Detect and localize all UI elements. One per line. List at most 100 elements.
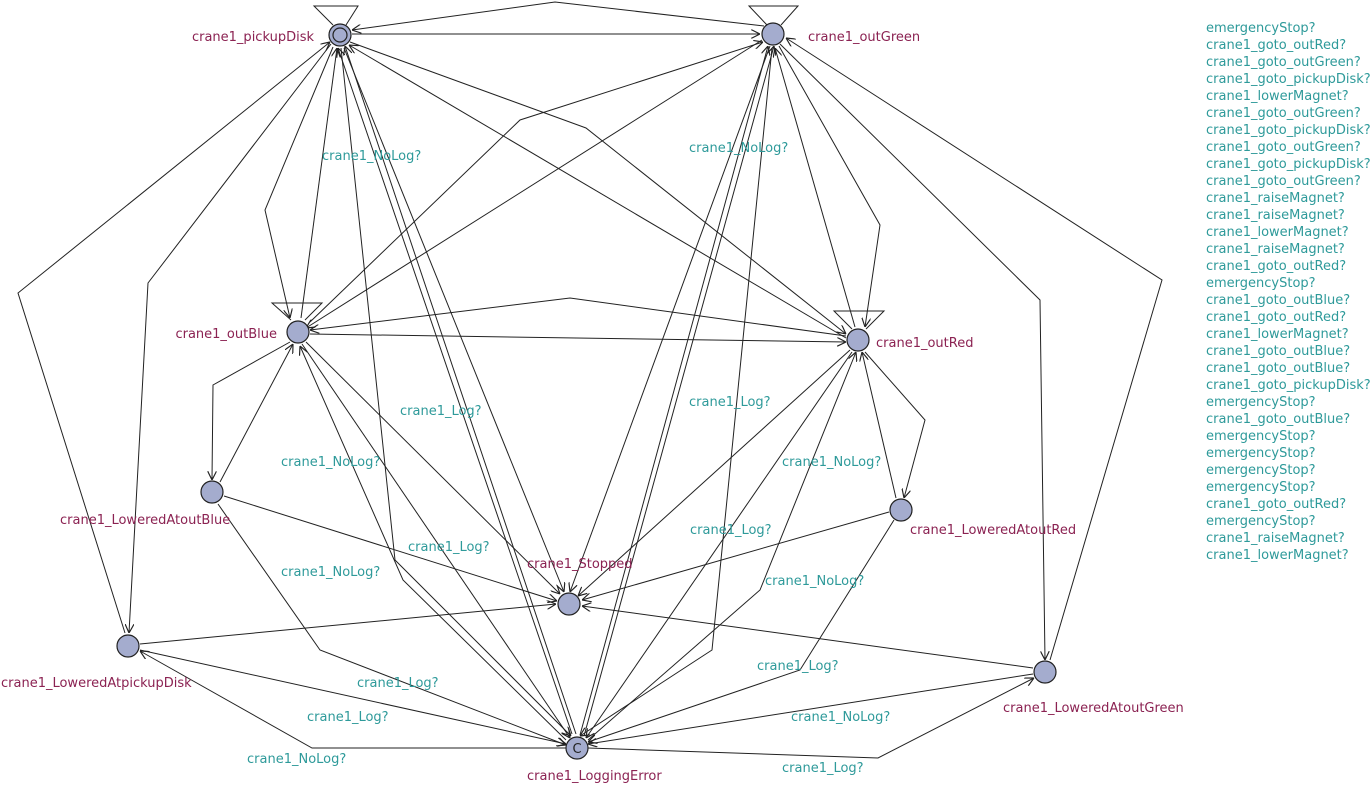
state-node-loweredAtoutGreen[interactable] xyxy=(1033,660,1057,684)
edge-label: crane1_Log? xyxy=(357,676,439,691)
edge-outBlue-stopped xyxy=(305,341,560,594)
sync-item: crane1_goto_outRed? xyxy=(1206,259,1347,274)
state-label-pickupDisk: crane1_pickupDisk xyxy=(192,30,314,45)
state-node-loggingError[interactable] xyxy=(565,736,589,760)
edge-loweredAtoutBlue-outBlue xyxy=(219,344,293,483)
state-label-outBlue: crane1_outBlue xyxy=(175,327,277,342)
sync-item: emergencyStop? xyxy=(1206,480,1316,495)
sync-item: crane1_lowerMagnet? xyxy=(1206,327,1349,342)
sync-item: emergencyStop? xyxy=(1206,395,1316,410)
self-loop-pickupDisk xyxy=(312,5,359,26)
sync-item: crane1_raiseMagnet? xyxy=(1206,531,1345,546)
edge-loggingError-outBlue xyxy=(300,346,567,741)
edge-outRed-outBlue xyxy=(310,297,847,337)
state-node-loweredAtoutRed[interactable] xyxy=(889,498,913,522)
edge-label: crane1_Log? xyxy=(690,523,772,538)
state-node-outGreen[interactable] xyxy=(761,22,785,46)
state-label-outRed: crane1_outRed xyxy=(876,336,973,351)
self-loop-outGreen xyxy=(747,5,800,26)
edge-label: crane1_NoLog? xyxy=(281,455,380,470)
sync-item: crane1_lowerMagnet? xyxy=(1206,548,1349,563)
edge-pickupDisk-loggingError xyxy=(340,47,571,736)
edge-label: crane1_Log? xyxy=(782,761,864,776)
sync-item: crane1_goto_outBlue? xyxy=(1206,344,1351,359)
edge-loweredAtoutGreen-loggingError xyxy=(588,673,1034,744)
edge-label: crane1_NoLog? xyxy=(247,752,346,767)
sync-item: crane1_goto_outRed? xyxy=(1206,497,1347,512)
edge-loggingError-pickupDisk-2 xyxy=(345,46,577,735)
edge-outGreen-loweredAtoutGreen xyxy=(779,43,1045,660)
state-nodes: C xyxy=(116,22,1057,760)
edge-label: crane1_Log? xyxy=(757,659,839,674)
sync-item: crane1_goto_pickupDisk? xyxy=(1206,123,1370,138)
state-node-outBlue[interactable] xyxy=(286,320,310,344)
sync-item: crane1_goto_outGreen? xyxy=(1206,55,1361,70)
edge-pickupDisk-loweredAtpickupDisk xyxy=(129,43,332,633)
edge-loweredAtoutBlue-stopped xyxy=(223,495,557,601)
state-labels: crane1_pickupDisk crane1_outGreen crane1… xyxy=(1,30,1184,784)
edge-loggingError-loweredAtoutGreen xyxy=(587,678,1034,759)
state-label-loggingError: crane1_LoggingError xyxy=(527,769,662,784)
edge-loweredAtoutGreen-outGreen xyxy=(786,38,1163,661)
sync-item: crane1_goto_outGreen? xyxy=(1206,106,1361,121)
edge-pickupDisk-outBlue xyxy=(264,46,334,318)
sync-item: crane1_raiseMagnet? xyxy=(1206,191,1345,206)
transition-edges xyxy=(17,1,1163,759)
edge-label: crane1_NoLog? xyxy=(791,710,890,725)
sync-item: crane1_goto_pickupDisk? xyxy=(1206,378,1370,393)
edge-label: crane1_Log? xyxy=(307,710,389,725)
state-node-outRed[interactable] xyxy=(846,328,870,352)
edge-loggingError-loweredAtpickupDisk xyxy=(140,651,566,749)
sync-item: crane1_raiseMagnet? xyxy=(1206,208,1345,223)
edge-loggingError-outGreen-2 xyxy=(583,46,774,737)
edge-label: crane1_Log? xyxy=(689,395,771,410)
sync-item: crane1_raiseMagnet? xyxy=(1206,242,1345,257)
edge-outBlue-loweredAtoutBlue xyxy=(212,341,291,480)
state-node-loweredAtpickupDisk[interactable] xyxy=(116,634,140,658)
edge-label: crane1_Log? xyxy=(400,404,482,419)
state-label-stopped: crane1_Stopped xyxy=(527,557,633,572)
state-label-outGreen: crane1_outGreen xyxy=(808,30,920,45)
edge-loweredAtpickupDisk-loggingError xyxy=(139,649,566,744)
committed-mark: C xyxy=(572,742,581,757)
initial-marker xyxy=(332,27,348,43)
edge-loggingError-outRed xyxy=(587,352,856,741)
edge-loggingError-outGreen xyxy=(579,46,768,736)
self-loop-outRed xyxy=(832,310,886,330)
sync-item: emergencyStop? xyxy=(1206,446,1316,461)
edge-label: crane1_NoLog? xyxy=(765,574,864,589)
edge-label: crane1_NoLog? xyxy=(782,455,881,470)
state-node-pickupDisk[interactable] xyxy=(328,23,352,47)
edge-outGreen-stopped xyxy=(570,45,771,592)
state-node-stopped[interactable] xyxy=(557,592,581,616)
self-loop-outBlue xyxy=(270,302,324,321)
edge-loggingError-pickupDisk xyxy=(338,48,573,735)
edge-outGreen-outBlue xyxy=(306,39,763,328)
edge-loweredAtoutRed-stopped xyxy=(582,511,890,600)
sync-item: emergencyStop? xyxy=(1206,21,1316,36)
edge-labels: crane1_NoLog? crane1_NoLog? crane1_Log? … xyxy=(247,141,890,776)
edge-label: crane1_Log? xyxy=(408,540,490,555)
edge-outRed-stopped xyxy=(578,349,851,596)
sync-item: crane1_goto_outBlue? xyxy=(1206,293,1351,308)
sync-item: crane1_goto_pickupDisk? xyxy=(1206,157,1370,172)
edge-outGreen-loggingError xyxy=(580,47,773,736)
state-node-loweredAtoutBlue[interactable] xyxy=(200,480,224,504)
edge-label: crane1_NoLog? xyxy=(281,565,380,580)
edge-outGreen-pickupDisk xyxy=(352,1,765,30)
sync-item: crane1_goto_outBlue? xyxy=(1206,412,1351,427)
sync-item: crane1_lowerMagnet? xyxy=(1206,89,1349,104)
sync-item: emergencyStop? xyxy=(1206,463,1316,478)
edge-outBlue-outRed xyxy=(309,333,846,342)
edge-label: crane1_NoLog? xyxy=(322,149,421,164)
sync-item: crane1_goto_outRed? xyxy=(1206,310,1347,325)
sync-item: crane1_lowerMagnet? xyxy=(1206,225,1349,240)
edge-loweredAtoutBlue-loggingError xyxy=(217,503,566,745)
edge-loweredAtpickupDisk-stopped xyxy=(139,604,556,645)
state-label-loweredAtpickupDisk: crane1_LoweredAtpickupDisk xyxy=(1,676,192,691)
synchronization-list: emergencyStop? crane1_goto_outRed? crane… xyxy=(1206,20,1370,564)
edge-label: crane1_NoLog? xyxy=(689,141,788,156)
edge-loweredAtpickupDisk-pickupDisk xyxy=(17,42,330,634)
sync-item: crane1_goto_pickupDisk? xyxy=(1206,72,1370,87)
